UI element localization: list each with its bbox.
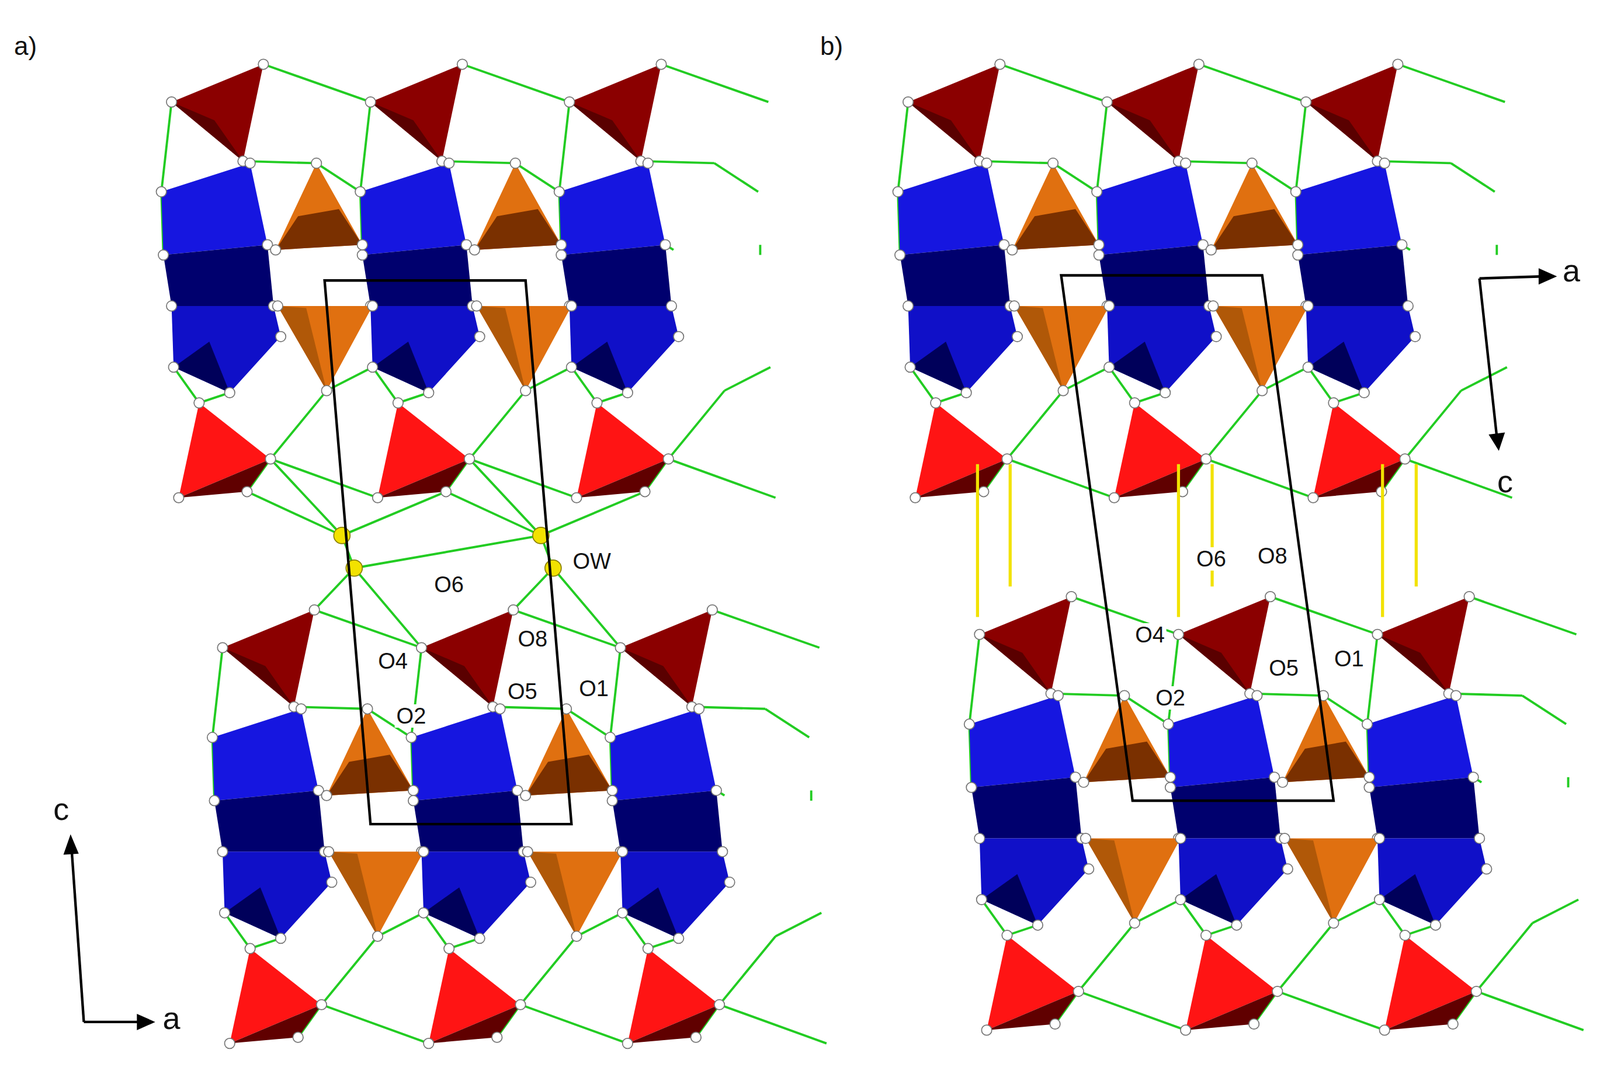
axis-label: a)	[12, 32, 39, 60]
axis-label: c	[51, 792, 71, 826]
atom-label: O4	[1133, 623, 1167, 647]
atom-label: O2	[394, 704, 429, 728]
atom-label: O2	[1153, 686, 1188, 710]
axis-label: b)	[818, 32, 845, 60]
atom-label: O1	[1332, 647, 1366, 671]
atom-label: O5	[505, 679, 540, 704]
atom-label: OW	[570, 549, 613, 574]
atom-label: O6	[1194, 547, 1228, 571]
axis-label: c	[1495, 464, 1515, 498]
atom-label: O8	[1255, 544, 1290, 568]
axis-label: a	[1560, 254, 1582, 287]
atom-label: O6	[432, 573, 466, 597]
axis-label: a	[160, 1001, 182, 1035]
atom-label: O1	[577, 677, 611, 701]
atom-label: O8	[515, 627, 550, 651]
atom-label: O4	[376, 649, 410, 673]
atom-label: O5	[1267, 656, 1301, 680]
